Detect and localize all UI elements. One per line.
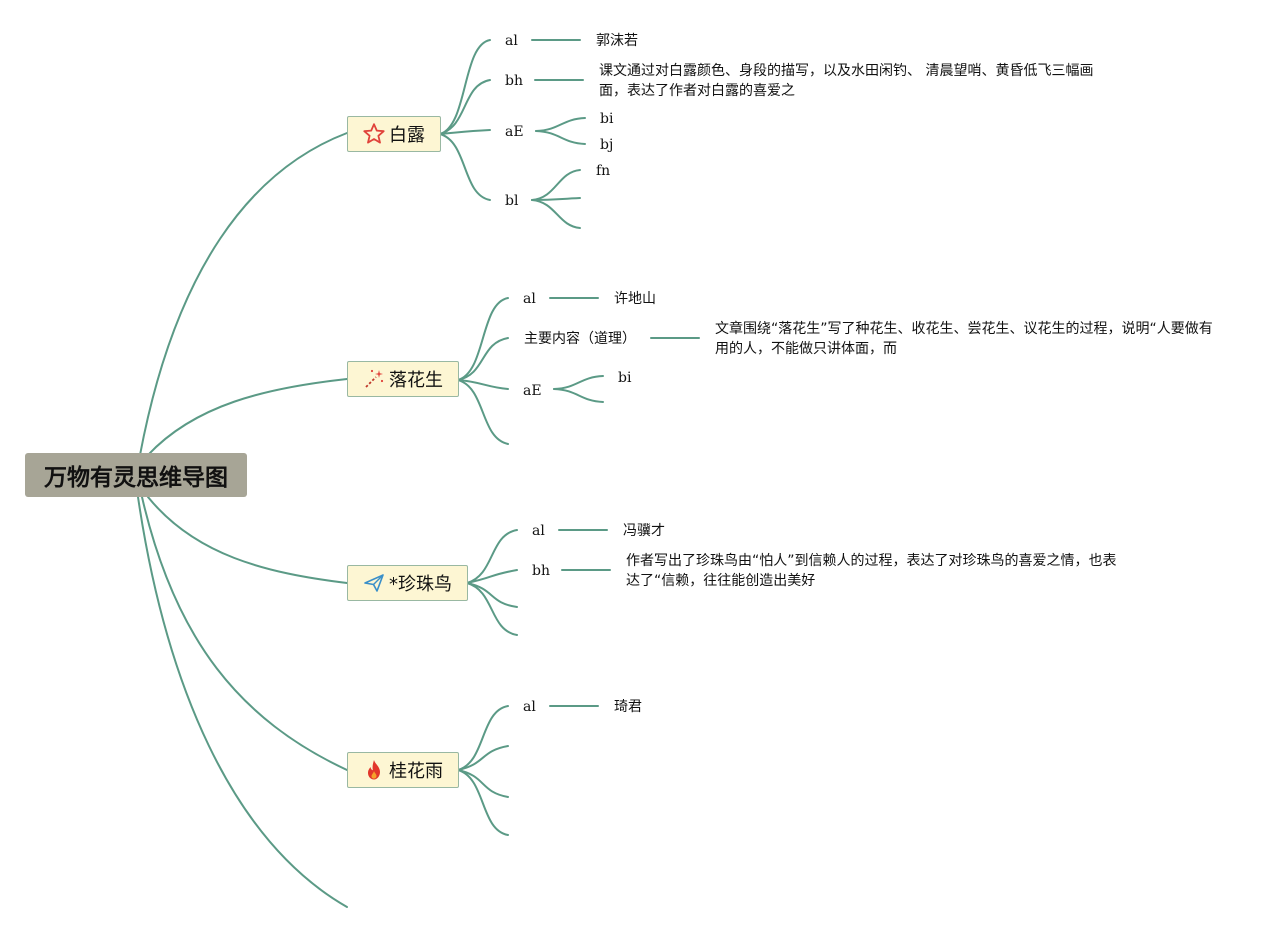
t2-c3-sub-1[interactable]: bi bbox=[618, 370, 632, 386]
link-t3-c1 bbox=[466, 529, 518, 584]
t1-c3-sub-1[interactable]: bi bbox=[600, 111, 614, 127]
link-root-topic-2 bbox=[147, 378, 348, 456]
t1-c2-label[interactable]: bh bbox=[505, 73, 523, 89]
link-t2-c3-s1 bbox=[553, 375, 604, 390]
link-root-topic-3 bbox=[147, 496, 348, 584]
t1-c1-label[interactable]: al bbox=[505, 33, 518, 49]
link-t3-c4 bbox=[466, 582, 518, 636]
t1-c3-sub-2[interactable]: bj bbox=[600, 137, 614, 153]
t2-c2-label[interactable]: 主要内容（道理） bbox=[524, 331, 636, 347]
link-t2-c1 bbox=[457, 297, 509, 381]
link-t2-c4 bbox=[457, 379, 509, 445]
link-t1-c4 bbox=[439, 133, 491, 201]
link-t2-c3 bbox=[457, 379, 509, 390]
t3-c1-label[interactable]: al bbox=[532, 523, 545, 539]
link-t4-c2 bbox=[457, 745, 509, 771]
link-t3-c2 bbox=[466, 569, 518, 584]
link-t2-c3-s2 bbox=[553, 388, 604, 403]
topic-3[interactable]: *珍珠鸟 bbox=[347, 565, 468, 601]
root-topic-label: 万物有灵思维导图 bbox=[44, 465, 228, 491]
link-t1-c3-s1 bbox=[535, 117, 586, 132]
link-t1-c1 bbox=[439, 39, 491, 135]
link-t1-c3-s2 bbox=[535, 130, 586, 145]
root-topic[interactable]: 万物有灵思维导图 bbox=[25, 453, 247, 497]
t3-c2-value[interactable]: 作者写出了珍珠鸟由“怕人”到信赖人的过程，表达了对珍珠鸟的喜爱之情，也表达了“信… bbox=[626, 553, 1117, 589]
t1-c1-value[interactable]: 郭沫若 bbox=[596, 33, 638, 49]
t2-c1-value[interactable]: 许地山 bbox=[614, 291, 656, 307]
star-icon bbox=[362, 122, 386, 146]
link-root-topic-1 bbox=[139, 132, 348, 456]
t4-c1-value[interactable]: 琦君 bbox=[614, 699, 642, 715]
topic-2[interactable]: 落花生 bbox=[347, 361, 459, 397]
flame-icon bbox=[362, 758, 386, 782]
topic-1[interactable]: 白露 bbox=[347, 116, 441, 152]
t1-c4-label[interactable]: bl bbox=[505, 193, 519, 209]
t1-c4-sub-1[interactable]: fn bbox=[596, 163, 611, 179]
link-t4-c4 bbox=[457, 769, 509, 836]
topic-2-label: 落花生 bbox=[389, 370, 443, 391]
topic-3-label: *珍珠鸟 bbox=[389, 574, 452, 595]
t1-c3-label[interactable]: aE bbox=[505, 124, 524, 140]
link-t2-c2 bbox=[457, 337, 509, 381]
t4-c1-label[interactable]: al bbox=[523, 699, 536, 715]
link-root-topic-4 bbox=[141, 496, 348, 771]
link-t4-c1 bbox=[457, 705, 509, 771]
topic-1-label: 白露 bbox=[389, 125, 425, 146]
link-t1-c2 bbox=[439, 79, 491, 135]
paper-plane-icon bbox=[362, 571, 386, 595]
t3-c2-label[interactable]: bh bbox=[532, 563, 550, 579]
t1-c2-value[interactable]: 课文通过对白露颜色、身段的描写，以及水田闲钓、 清晨望哨、黄昏低飞三幅画面，表达… bbox=[599, 63, 1094, 99]
t2-c2-value[interactable]: 文章围绕“落花生”写了种花生、收花生、尝花生、议花生的过程，说明“人要做有用的人… bbox=[715, 321, 1213, 357]
topic-4[interactable]: 桂花雨 bbox=[347, 752, 459, 788]
link-t4-c3 bbox=[457, 769, 509, 798]
t2-c3-label[interactable]: aE bbox=[523, 383, 542, 399]
topic-4-label: 桂花雨 bbox=[389, 761, 443, 782]
link-t1-c4-s3 bbox=[531, 199, 581, 229]
t3-c1-value[interactable]: 冯骥才 bbox=[623, 523, 665, 539]
link-t1-c4-s1 bbox=[531, 169, 581, 201]
magic-wand-icon bbox=[362, 367, 386, 391]
link-t1-c3 bbox=[439, 129, 491, 135]
t2-c1-label[interactable]: al bbox=[523, 291, 536, 307]
link-root-extra-branch bbox=[137, 496, 348, 908]
